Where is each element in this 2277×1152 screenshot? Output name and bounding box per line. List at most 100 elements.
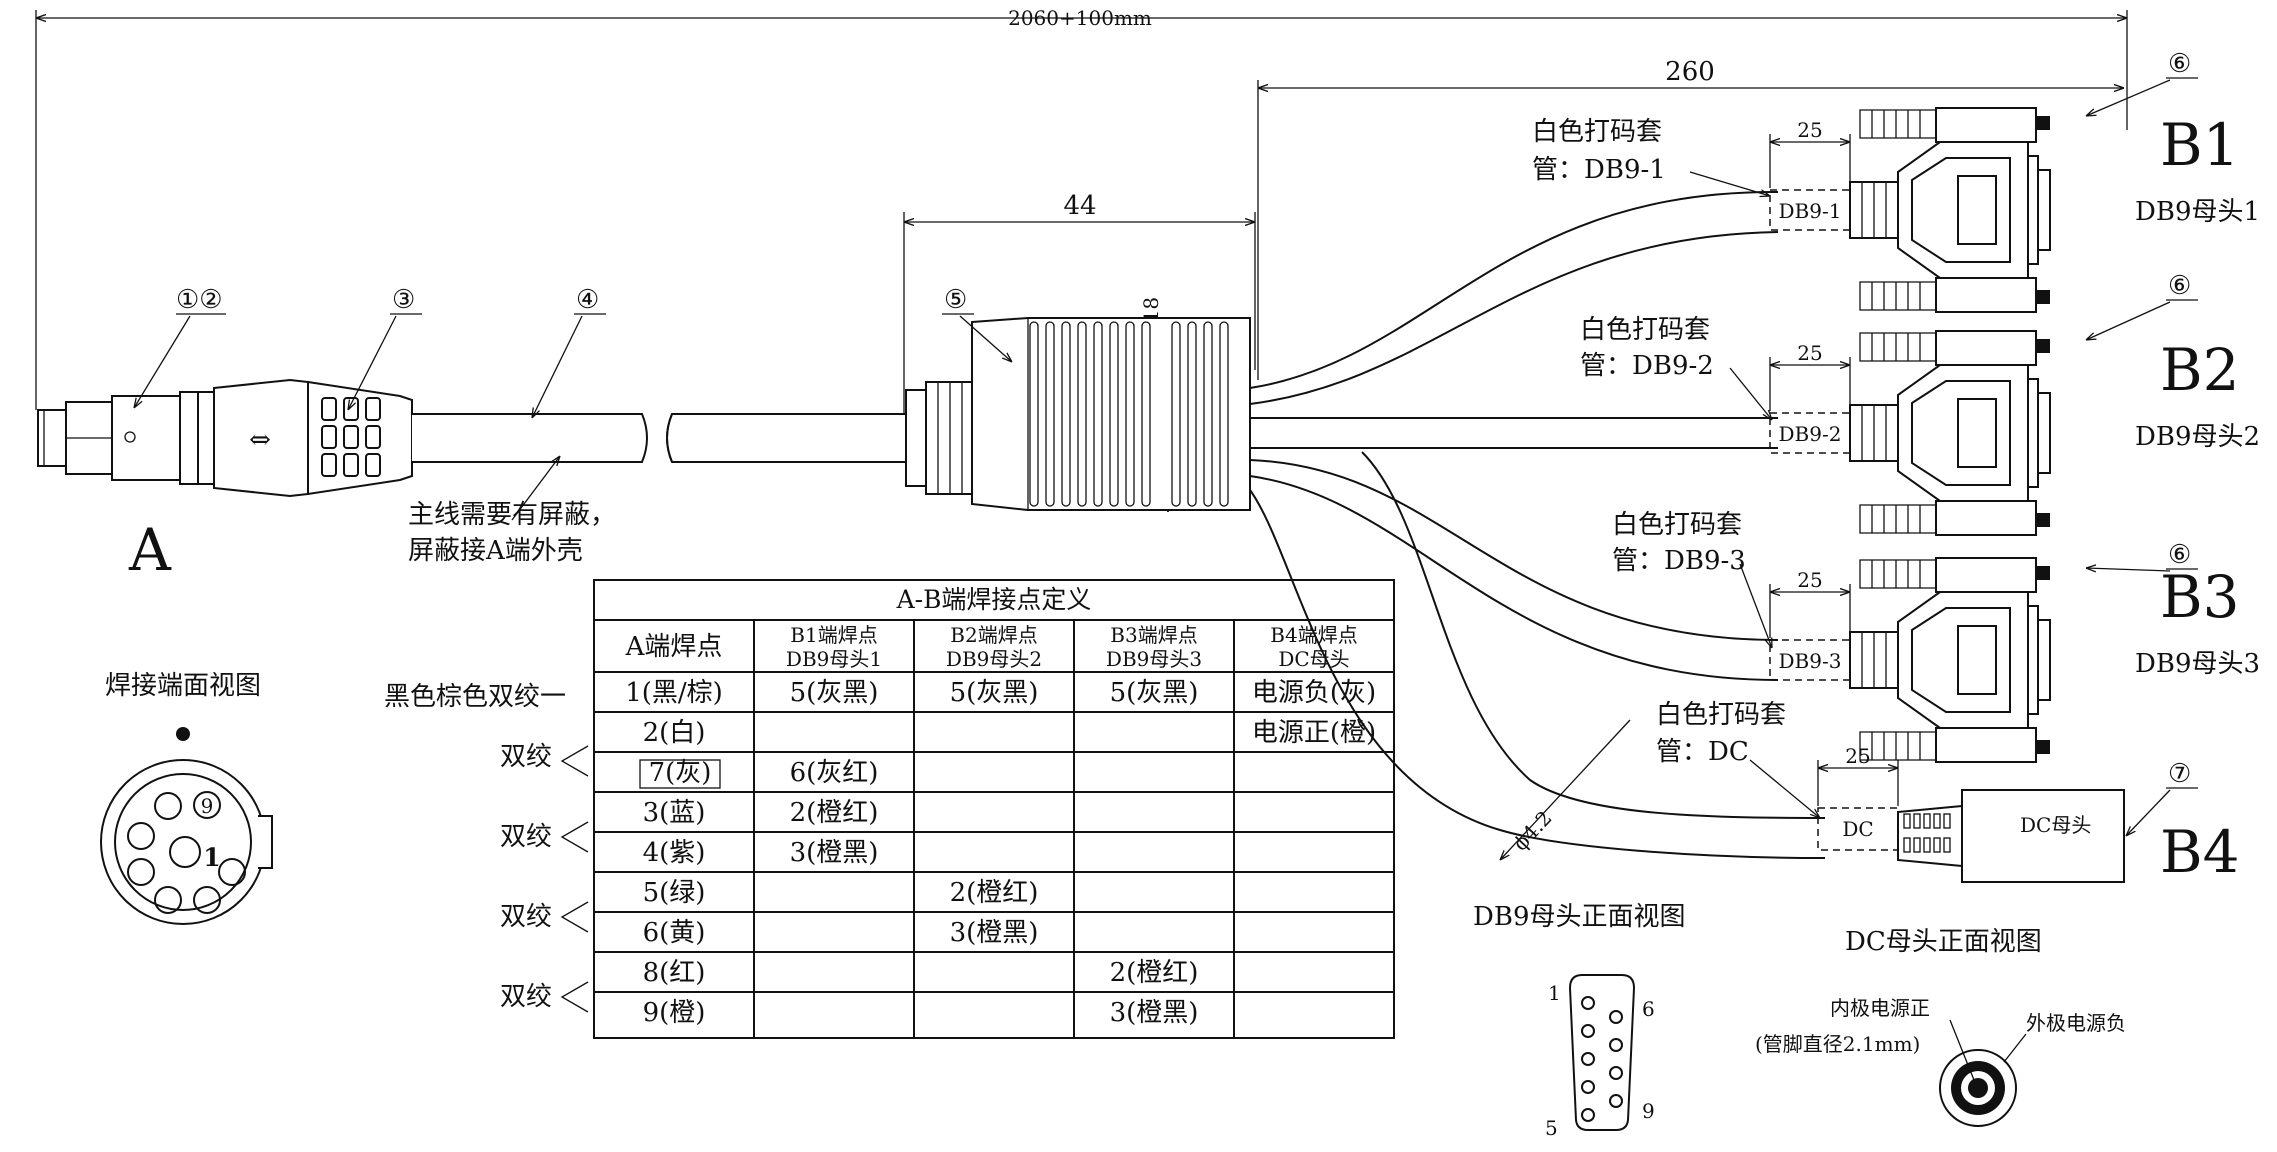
branch-label-b1: B1 <box>2160 111 2240 179</box>
sleeve-dimensions: 25 25 25 25 <box>1769 118 1899 806</box>
table-cell: 5(灰黑) <box>790 678 879 708</box>
sleeve-note-b2-l1: 白色打码套 <box>1580 315 1710 345</box>
db9-front-view: DB9母头正面视图 1 5 6 9 <box>1473 902 1686 1140</box>
table-cell: 5(灰黑) <box>950 678 1039 708</box>
table-cell: 3(橙黑) <box>790 838 879 868</box>
sleeve-dim-b2: 25 <box>1797 341 1822 365</box>
solder-face-view: 焊接端面视图 9 1 <box>100 671 273 925</box>
table-cell: 3(橙黑) <box>1110 998 1199 1028</box>
header-b2-l2: DB9母头2 <box>946 647 1042 671</box>
splitter-body <box>905 317 1251 511</box>
db9-view-title: DB9母头正面视图 <box>1473 902 1686 932</box>
branch-label-b4: B4 <box>2160 818 2240 886</box>
branch-type-b3: DB9母头3 <box>2135 649 2260 679</box>
twisted-label-1: 双绞 <box>500 742 552 772</box>
table-cell: 3(蓝) <box>643 798 706 828</box>
table-cell: 6(黄) <box>643 918 706 948</box>
twisted-pair-labels: 黑色棕色双绞一 双绞 双绞 双绞 双绞 <box>384 682 589 1013</box>
table-cell: 电源正(橙) <box>1252 718 1376 748</box>
sleeve-note-b1-l1: 白色打码套 <box>1532 117 1662 147</box>
shield-note-line1: 主线需要有屏蔽， <box>408 500 616 530</box>
dimension-branch-diameter: ϕ4.2 <box>1500 719 1631 860</box>
sleeve-mark-b4: DC <box>1842 817 1873 841</box>
sleeve-note-b3-l2: 管：DB9-3 <box>1612 546 1746 576</box>
solder-pin-1: 1 <box>203 843 220 872</box>
table-cell: 4(紫) <box>643 838 706 868</box>
pin-holes <box>127 791 246 914</box>
branch-type-b1: DB9母头1 <box>2135 197 2260 227</box>
table-cell: 2(橙红) <box>950 878 1039 908</box>
header-b4-l1: B4端焊点 <box>1270 623 1357 647</box>
table-cell: 2(白) <box>643 718 706 748</box>
db9-pin-9: 9 <box>1642 1099 1655 1123</box>
solder-pin-9: 9 <box>201 794 214 818</box>
callout-5: ⑤ <box>944 285 967 315</box>
header-b2-l1: B2端焊点 <box>950 623 1037 647</box>
branch-b4: DC DC母头 B4 <box>1817 789 2240 886</box>
callouts: ①② ③ ④ ⑤ ⑥ ⑥ ⑥ ⑦ <box>134 49 2198 836</box>
connector-a: ⇔ A <box>37 378 413 584</box>
table-title: A-B端焊接点定义 <box>896 585 1092 614</box>
callout-6-b3: ⑥ <box>2168 540 2191 570</box>
db9-pin-1: 1 <box>1548 981 1561 1005</box>
dc-grip-slots <box>1903 813 1951 853</box>
table-cell: 9(橙) <box>643 998 706 1028</box>
branch-cables <box>1249 190 1826 859</box>
table-cell: 3(橙黑) <box>950 918 1039 948</box>
twisted-label-4: 双绞 <box>500 982 552 1012</box>
main-cable <box>412 413 909 463</box>
branch-b1: DB9-1 B1 DB9母头1 <box>1769 107 2260 313</box>
sleeve-mark-b2: DB9-2 <box>1779 422 1842 446</box>
sleeve-note-b3-l1: 白色打码套 <box>1612 510 1742 540</box>
dim-branch-label: 260 <box>1665 57 1715 87</box>
header-b3-l1: B3端焊点 <box>1110 623 1197 647</box>
sleeve-dim-b4: 25 <box>1845 744 1870 768</box>
header-b1-l1: B1端焊点 <box>790 623 877 647</box>
table-cell: 电源负(灰) <box>1252 678 1376 708</box>
branch-type-b2: DB9母头2 <box>2135 422 2260 452</box>
twisted-label-2: 双绞 <box>500 822 552 852</box>
branch-b2: DB9-2 B2 DB9母头2 <box>1769 330 2260 536</box>
sleeve-mark-b1: DB9-1 <box>1779 199 1842 223</box>
header-b1-l2: DB9母头1 <box>786 647 882 671</box>
db9-pin-5: 5 <box>1545 1116 1558 1140</box>
sleeve-mark-b3: DB9-3 <box>1779 649 1842 673</box>
splitter-ribs <box>1029 321 1229 507</box>
sleeve-note-b4-l1: 白色打码套 <box>1656 700 1786 730</box>
solder-view-title: 焊接端面视图 <box>105 671 261 701</box>
solder-definition-table: A-B端焊接点定义 A端焊点 B1端焊点 DB9母头1 B2端焊点 DB9母头2… <box>593 579 1395 1039</box>
dc-outer-label: 外极电源负 <box>2026 1011 2126 1035</box>
black-brown-twisted-label: 黑色棕色双绞一 <box>384 682 566 712</box>
dc-inner-label: 内极电源正 <box>1830 996 1930 1020</box>
sleeve-note-b2-l2: 管：DB9-2 <box>1580 351 1714 381</box>
header-b4-l2: DC母头 <box>1278 647 1349 671</box>
dim-total-label: 2060+100mm <box>1008 6 1152 30</box>
table-cell: 7(灰) <box>649 758 712 788</box>
table-cell: 5(绿) <box>643 878 706 908</box>
shield-note-line2: 屏蔽接A端外壳 <box>408 536 583 566</box>
dim-splitter-label: 44 <box>1063 191 1096 221</box>
shield-note: 主线需要有屏蔽， 屏蔽接A端外壳 <box>408 456 616 566</box>
header-a: A端焊点 <box>625 632 723 662</box>
table-cell: 2(橙红) <box>1110 958 1199 988</box>
dimension-total: 2060+100mm <box>35 6 2128 410</box>
dc-view-title: DC母头正面视图 <box>1845 927 2042 957</box>
double-arrow-icon: ⇔ <box>249 425 271 455</box>
dc-inner-note: (管脚直径2.1mm) <box>1755 1032 1920 1056</box>
callout-12: ①② <box>176 285 223 315</box>
table-cell: 1(黑/棕) <box>625 678 723 708</box>
sleeve-notes: 白色打码套 管：DB9-1 白色打码套 管：DB9-2 白色打码套 管：DB9-… <box>1532 117 1820 818</box>
db9-pin-6: 6 <box>1642 997 1655 1021</box>
table-cell: 8(红) <box>643 958 706 988</box>
dc-body-label: DC母头 <box>2020 813 2091 837</box>
callout-6-b2: ⑥ <box>2168 271 2191 301</box>
connector-a-label: A <box>128 516 172 584</box>
sleeve-dim-b3: 25 <box>1797 568 1822 592</box>
branch-label-b3: B3 <box>2160 563 2240 631</box>
branch-label-b2: B2 <box>2160 336 2240 404</box>
table-cell: 6(灰红) <box>790 758 879 788</box>
dc-front-view: DC母头正面视图 内极电源正 (管脚直径2.1mm) 外极电源负 <box>1755 927 2126 1127</box>
header-b3-l2: DB9母头3 <box>1106 647 1202 671</box>
table-cell: 2(橙红) <box>790 798 879 828</box>
